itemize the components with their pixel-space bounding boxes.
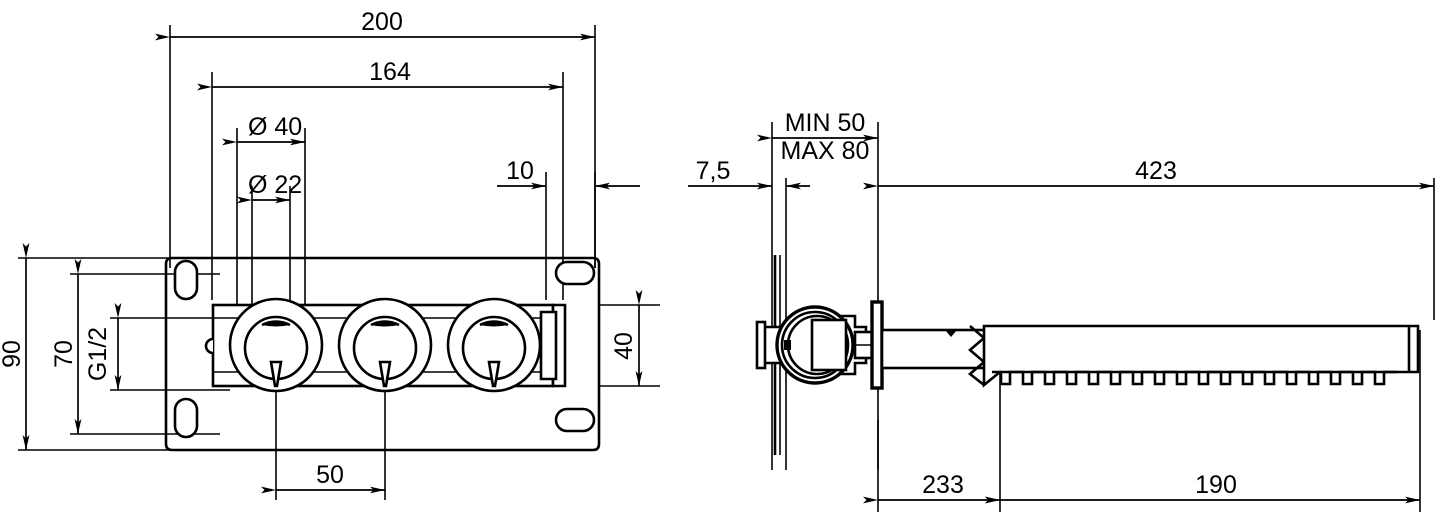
mounting-slot-top-right: [554, 260, 596, 286]
mounting-slot-bottom-right: [554, 407, 596, 433]
dim-mounting-width: 164: [197, 58, 563, 91]
dim-wall-depth-range: MIN 50 MAX 80: [757, 109, 878, 165]
dim-rosette-outer-diameter: Ø 40: [222, 113, 305, 146]
front-view: 200 164 Ø 40 Ø 22 10: [0, 8, 660, 500]
body-side-nub: [204, 337, 214, 355]
dim-wall-depth-max-label: MAX 80: [781, 137, 870, 165]
dim-rosette-inner-diameter-label: Ø 22: [248, 171, 302, 199]
dim-overall-height: 90: [0, 243, 30, 450]
dim-wall-thickness-label: 7,5: [696, 157, 731, 185]
cartridge-square-shaft: [810, 318, 848, 372]
dim-body-to-spout-label: 233: [922, 471, 964, 499]
rosette-left-shadow: [262, 321, 290, 327]
front-extension-lines: [169, 25, 596, 330]
dim-body-height: 40: [610, 290, 643, 386]
dim-overall-width: 200: [155, 8, 595, 41]
dim-thread-size: G1/2: [84, 303, 122, 390]
spout-serrated-underside: [992, 370, 1397, 386]
rosette-center-outlet-tip: [378, 360, 392, 388]
rosette-center: [337, 297, 433, 393]
rosette-right-outlet-tip: [487, 360, 501, 388]
dim-body-height-label: 40: [610, 332, 638, 360]
dim-wall-depth-min-label: MIN 50: [785, 109, 866, 137]
rosette-left: [228, 297, 324, 393]
rosette-left-outlet-tip: [269, 360, 283, 388]
dim-overall-width-label: 200: [361, 8, 403, 36]
dim-outlet-spacing-label: 50: [316, 461, 344, 489]
dim-spout-length-label: 190: [1195, 471, 1237, 499]
valve-body-end-cap: [755, 320, 767, 370]
dim-flange-projection: 10: [497, 157, 640, 190]
rosette-right-shadow: [480, 321, 508, 327]
rosette-group: [228, 297, 542, 393]
dim-thread-size-label: G1/2: [84, 327, 112, 381]
break-zigzag-symbol: [967, 325, 986, 387]
back-plate-outline: [164, 256, 601, 452]
dim-overall-height-label: 90: [0, 340, 26, 368]
dim-spout-length: 190: [985, 471, 1420, 504]
dim-wall-thickness: 7,5: [688, 157, 810, 190]
cartridge-keyway-mark: [784, 340, 791, 350]
mounting-slot-top-left: [173, 259, 199, 301]
dim-mounting-width-label: 164: [369, 58, 411, 86]
rosette-right: [446, 297, 542, 393]
dim-slot-center-height: 70: [50, 259, 82, 434]
spout-arm-arrow-mark: [945, 330, 957, 337]
dim-total-projection: 423: [863, 157, 1434, 190]
dim-slot-center-height-label: 70: [50, 340, 78, 368]
dim-rosette-inner-diameter: Ø 22: [237, 171, 302, 204]
dim-body-to-spout: 233: [863, 471, 1000, 504]
outlet-collar-inner: [539, 310, 558, 381]
mounting-slot-bottom-left: [173, 397, 199, 439]
dim-rosette-outer-diameter-label: Ø 40: [248, 113, 302, 141]
side-view: MIN 50 MAX 80 7,5 423 233 190: [688, 109, 1435, 512]
dim-flange-projection-label: 10: [506, 157, 534, 185]
rosette-center-shadow: [371, 321, 399, 327]
dim-total-projection-label: 423: [1135, 157, 1177, 185]
escutcheon-plate: [870, 300, 884, 390]
